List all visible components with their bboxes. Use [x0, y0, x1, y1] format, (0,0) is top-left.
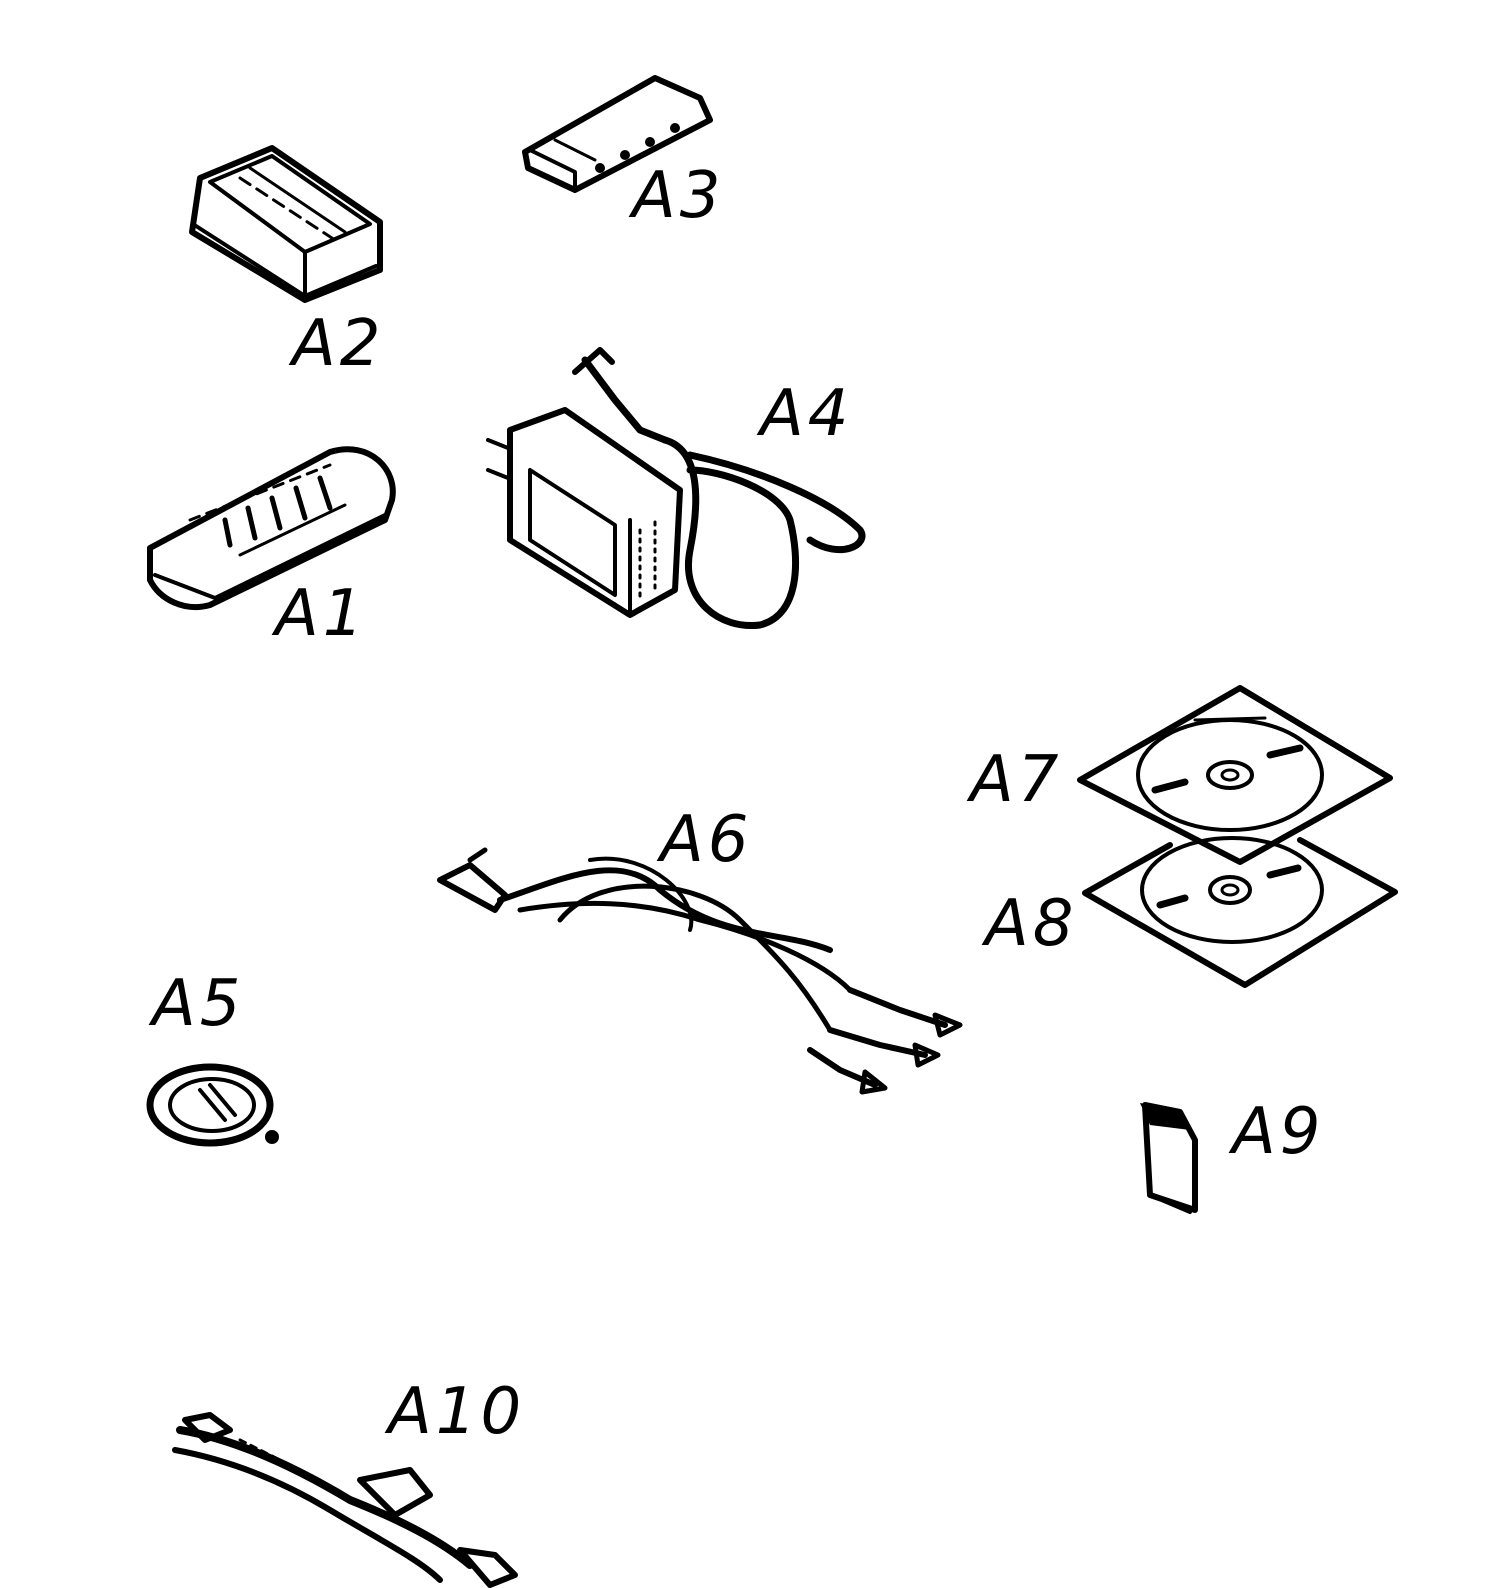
- part-label-a5: A5: [152, 967, 245, 1041]
- ac-adapter-icon: [486, 347, 866, 630]
- part-label-a9: A9: [1232, 1095, 1325, 1169]
- memory-card-icon: [1140, 1102, 1198, 1214]
- part-label-a3: A3: [632, 159, 725, 233]
- part-label-a10: A10: [388, 1375, 526, 1449]
- remote-control-icon: [147, 446, 396, 610]
- part-label-a7: A7: [970, 743, 1063, 817]
- usb-cable-icon: [172, 1412, 518, 1588]
- cd-rom-icon: [1077, 685, 1393, 865]
- cd-rom-icon: [1082, 836, 1398, 988]
- av-cable-icon: [437, 847, 963, 1095]
- part-label-a8: A8: [985, 887, 1078, 961]
- part-label-a4: A4: [760, 377, 853, 451]
- coin-battery-icon: [146, 1063, 279, 1147]
- part-label-a1: A1: [275, 577, 368, 651]
- part-label-a6: A6: [660, 803, 753, 877]
- battery-pack-icon: [189, 145, 383, 303]
- connector-strip-icon: [522, 75, 713, 193]
- part-label-a2: A2: [292, 307, 385, 381]
